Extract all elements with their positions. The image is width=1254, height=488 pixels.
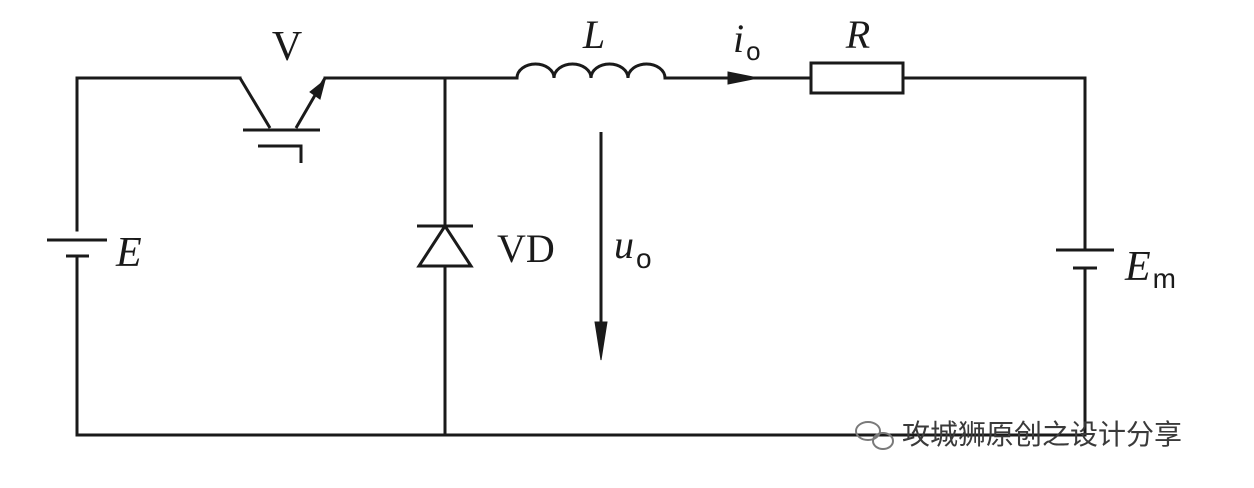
current-arrow-icon [727,71,759,85]
resistor-label: R [845,12,870,57]
voltage-arrow-icon [594,321,608,361]
transistor-v [238,77,327,163]
source-label: E [115,230,142,276]
watermark: 攻城狮原创之设计分享 [855,418,1182,451]
transistor-label: V [272,24,302,70]
wechat-icon [855,421,894,450]
freewheel-diode [416,223,474,268]
top-wire-right [901,76,1087,250]
source-battery [47,238,107,258]
transistor-emitter-arrow [309,78,326,100]
inductor-label: L [582,12,605,57]
circuit-wires [75,76,1087,437]
transistor-gate [258,144,303,163]
output-voltage-label: uo [614,222,652,274]
watermark-text: 攻城狮原创之设计分享 [902,418,1182,451]
back-emf-battery [1056,248,1114,270]
bottom-wire [75,256,1087,437]
transistor-collector-lead [238,77,272,129]
resistor [809,61,905,95]
diode-label: VD [497,226,555,271]
back-emf-label: Em [1124,244,1176,294]
current-label: io [733,16,761,66]
inductor-coil [515,62,667,79]
diode-triangle [416,223,474,268]
